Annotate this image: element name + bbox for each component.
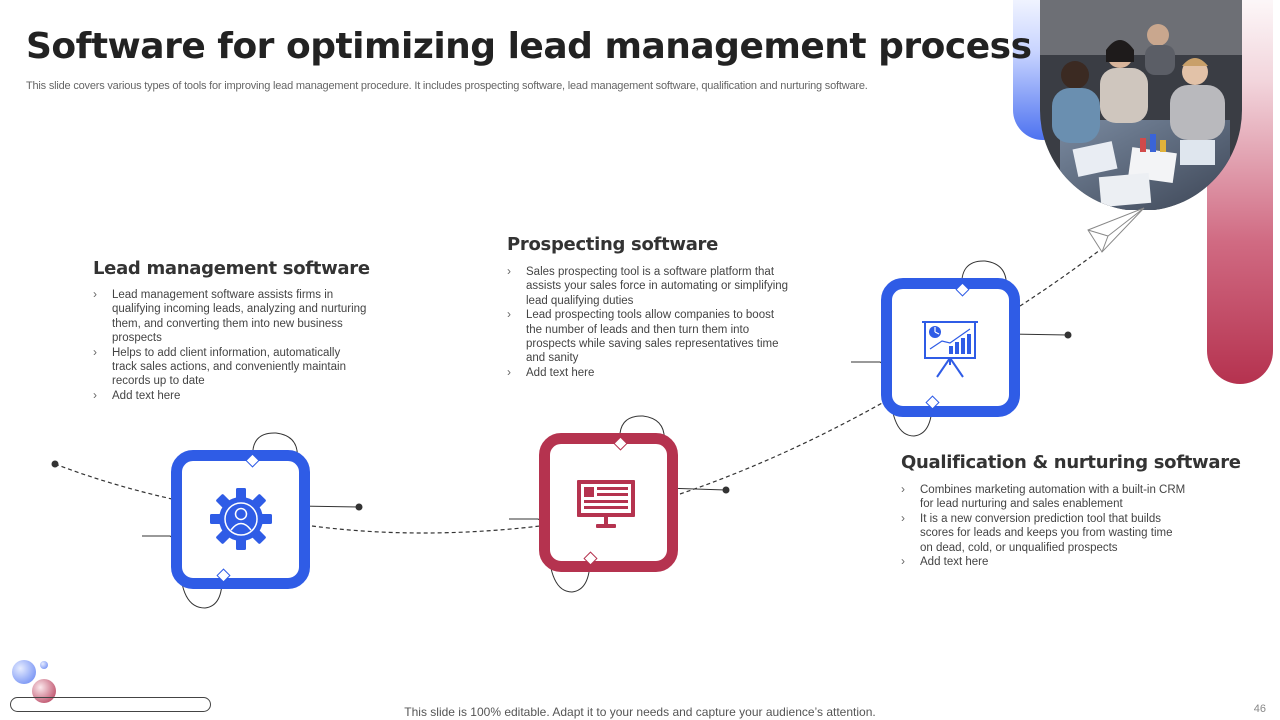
page-subtitle: This slide covers various types of tools… [26,80,868,92]
footer-note: This slide is 100% editable. Adapt it to… [404,705,876,719]
bullet-list-qualification: Combines marketing automation with a bui… [901,482,1186,569]
section-title-qualification: Qualification & nurturing software [901,452,1241,473]
list-item: Helps to add client information, automat… [93,345,368,389]
list-item: Add text here [93,388,368,403]
decor-blue-pill [1013,0,1073,140]
list-item: Add text here [901,554,1186,569]
list-item: It is a new conversion prediction tool t… [901,511,1186,555]
icon-box-prospecting [539,433,678,572]
page-number: 46 [1253,703,1266,715]
decor-red-pill [1207,0,1273,384]
section-title-lead-management: Lead management software [93,258,370,279]
bullet-list-prospecting: Sales prospecting tool is a software pla… [507,264,792,380]
monitor-icon [577,480,635,528]
list-item: Sales prospecting tool is a software pla… [507,264,792,308]
icon-box-lead-management [171,450,310,589]
list-item: Add text here [507,365,792,380]
user-gear-icon [210,488,272,550]
paper-plane-icon [1087,207,1145,253]
icon-box-qualification [881,278,1020,417]
list-item: Combines marketing automation with a bui… [901,482,1186,512]
list-item: Lead management software assists firms i… [93,287,368,346]
section-title-prospecting: Prospecting software [507,234,719,255]
bullet-list-lead-management: Lead management software assists firms i… [93,287,368,403]
progress-bar [10,697,211,712]
presentation-chart-icon [922,321,978,378]
list-item: Lead prospecting tools allow companies t… [507,307,792,366]
page-title: Software for optimizing lead management … [26,26,1032,67]
